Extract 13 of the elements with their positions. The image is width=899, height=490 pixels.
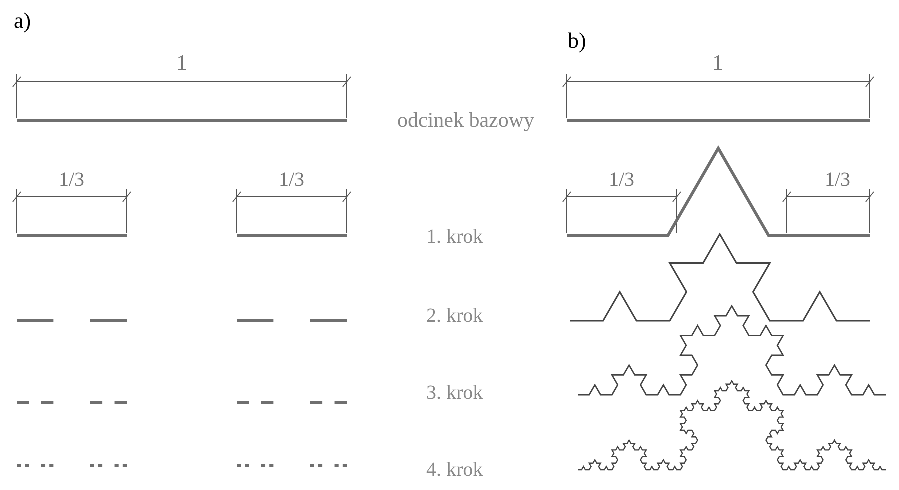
dimension-label: 1 bbox=[176, 52, 188, 74]
dimension-label: 1/3 bbox=[279, 170, 305, 190]
dimension-label: 1/3 bbox=[825, 170, 851, 190]
panel-label: a) bbox=[14, 10, 32, 32]
step-label: 2. krok bbox=[426, 306, 484, 326]
dimension-label: 1/3 bbox=[59, 170, 85, 190]
step-label: 3. krok bbox=[426, 383, 484, 403]
dimension-label: 1 bbox=[712, 52, 724, 74]
step-label: 4. krok bbox=[426, 460, 484, 480]
step-label: odcinek bazowy bbox=[398, 110, 535, 131]
dimension-label: 1/3 bbox=[609, 170, 635, 190]
panel-label: b) bbox=[568, 30, 586, 52]
step-label: 1. krok bbox=[426, 227, 484, 247]
